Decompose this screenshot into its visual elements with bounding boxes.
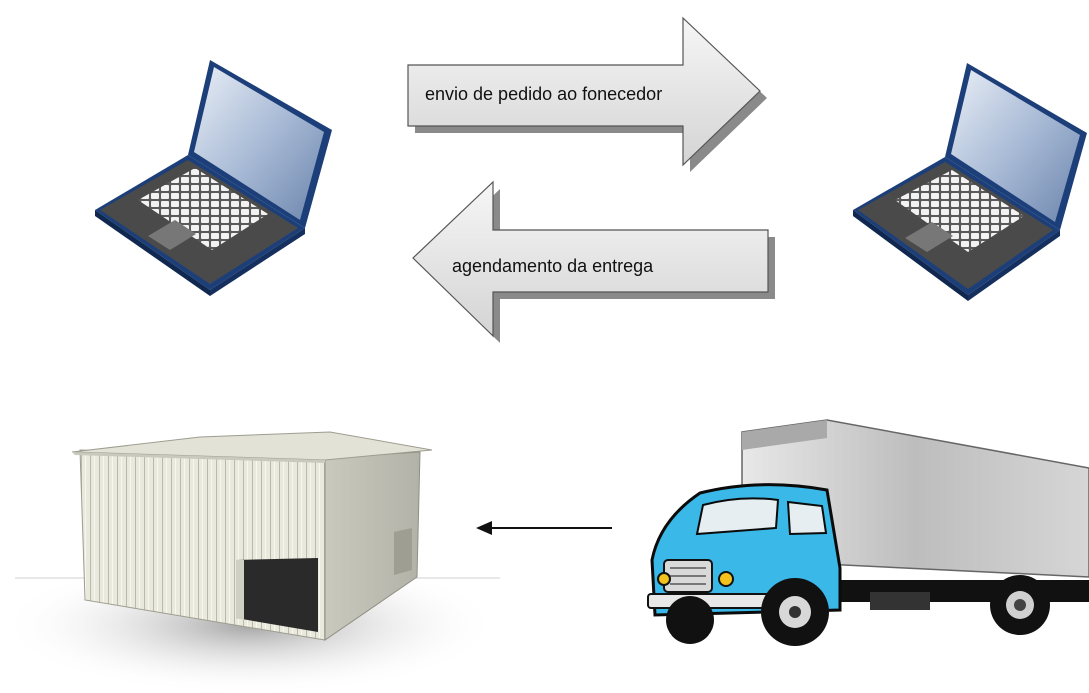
delivery-arrow-label: agendamento da entrega — [452, 256, 654, 276]
connector-arrow — [476, 521, 612, 535]
laptop-icon — [853, 63, 1087, 301]
order-arrow — [407, 16, 767, 172]
laptop-icon — [95, 60, 332, 296]
order-arrow-label: envio de pedido ao fonecedor — [425, 84, 663, 104]
truck-icon — [647, 419, 1089, 646]
warehouse-icon — [0, 431, 500, 693]
delivery-arrow — [412, 180, 775, 343]
